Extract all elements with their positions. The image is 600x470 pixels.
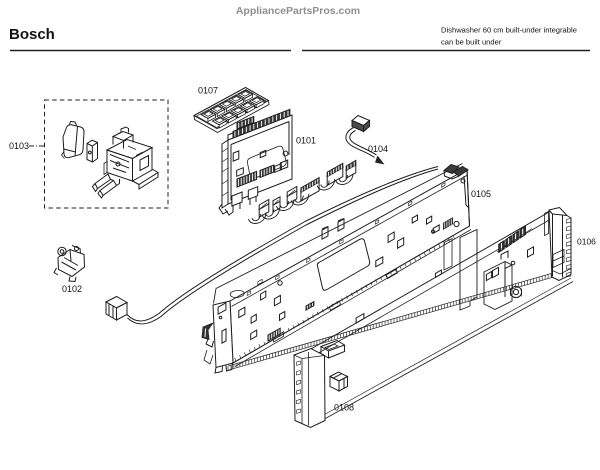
svg-text:0104: 0104: [368, 144, 388, 154]
svg-text:0103: 0103: [9, 141, 29, 151]
svg-text:Bosch: Bosch: [9, 26, 55, 43]
svg-text:0105: 0105: [471, 189, 491, 199]
svg-text:0106: 0106: [577, 237, 596, 247]
svg-text:0102: 0102: [62, 284, 82, 294]
svg-text:Dishwasher 60 cm built-under i: Dishwasher 60 cm built-under integrable: [441, 26, 577, 35]
svg-text:0107: 0107: [198, 86, 218, 96]
svg-text:AppliancePartsPros.com: AppliancePartsPros.com: [236, 5, 360, 17]
svg-text:0108: 0108: [334, 403, 354, 413]
svg-text:0101: 0101: [296, 136, 316, 146]
svg-text:can be built under: can be built under: [441, 38, 502, 47]
